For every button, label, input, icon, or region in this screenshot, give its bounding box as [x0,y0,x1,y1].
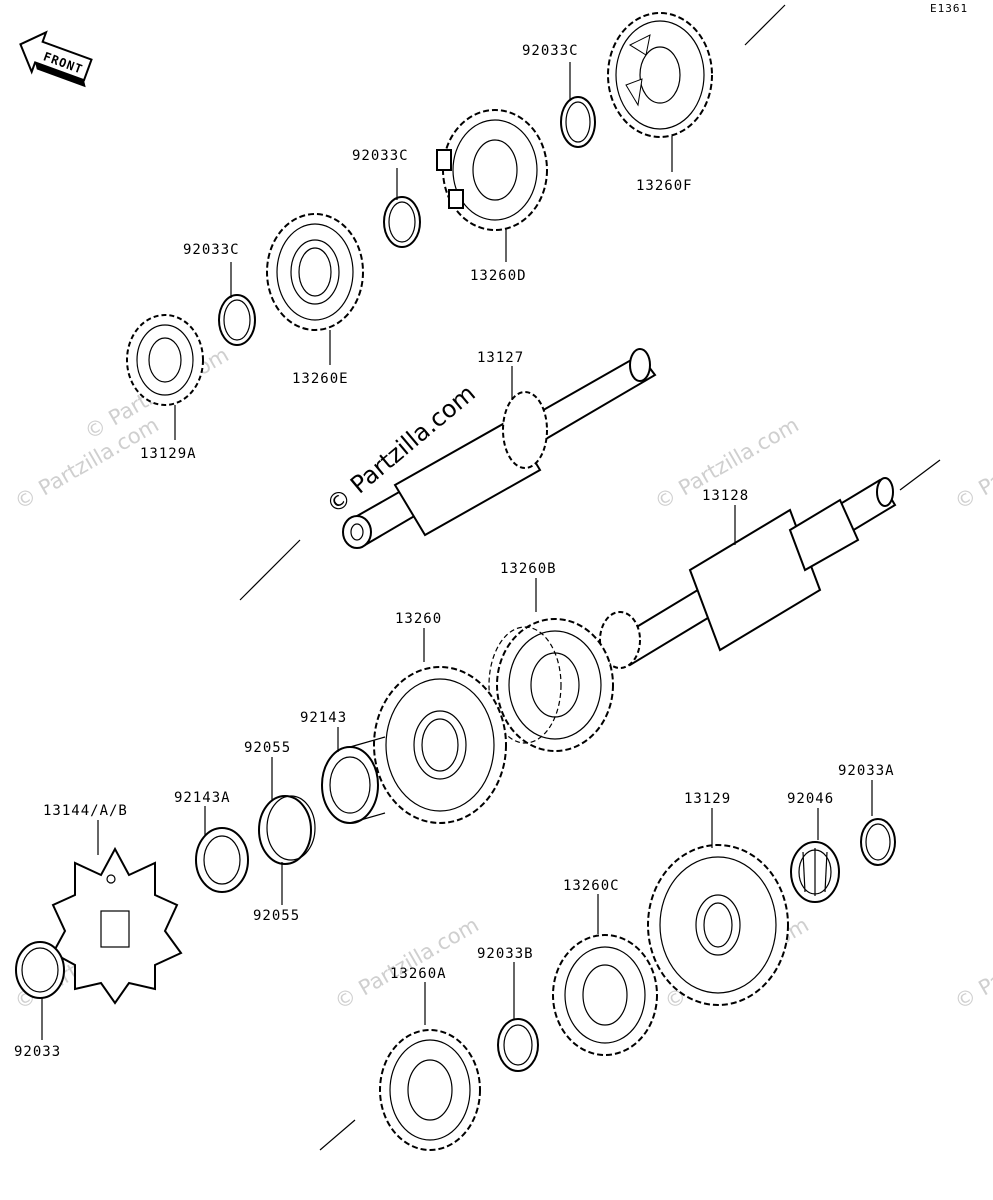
label-13260F: 13260F [636,178,693,194]
watermark-text: © Partzilla.com [331,913,483,1015]
gear-13260C [552,934,658,1056]
label-13260E: 13260E [292,371,349,387]
watermark-text: © Partzilla.com [951,413,993,515]
circlip-92033C-low [218,294,256,346]
label-13260: 13260 [395,611,442,627]
label-92033C-top: 92033C [522,43,579,59]
label-13260B: 13260B [500,561,557,577]
label-13127: 13127 [477,350,524,366]
label-92046: 92046 [787,791,834,807]
diagram-code: E1361 [930,2,968,15]
label-92033B: 92033B [477,946,534,962]
label-13260D: 13260D [470,268,527,284]
axis-line [319,1119,356,1151]
circlip-92033B [497,1018,539,1072]
gear-13260D [436,109,548,231]
shaft-13127 [342,348,657,549]
label-92033A: 92033A [838,763,895,779]
label-13144: 13144/A/B [43,803,128,819]
label-13129: 13129 [684,791,731,807]
gear-13260F [607,12,713,138]
shaft-13128 [599,477,897,669]
ring-92055 [258,795,316,865]
axis-line [744,4,786,46]
label-92143: 92143 [300,710,347,726]
circlip-92033C-top [560,96,596,148]
gear-13260 [373,666,507,824]
gear-13129 [647,844,789,1006]
gear-13260B [488,618,614,752]
label-92143A: 92143A [174,790,231,806]
axis-line [899,459,941,491]
circlip-92033C-mid [383,196,421,248]
bearing-92046 [790,841,840,903]
label-13129A: 13129A [140,446,197,462]
gear-13129A [126,314,204,406]
label-92033C-low: 92033C [183,242,240,258]
label-13260C: 13260C [563,878,620,894]
part-labels: 92033C 13260F 92033C 13260D 92033C 13260… [14,43,895,1060]
label-13260A: 13260A [390,966,447,982]
label-92033: 92033 [14,1044,61,1060]
axis-line [239,539,301,601]
circlip-92033 [15,941,65,999]
bushing-92143A [195,827,249,893]
label-92033C-mid: 92033C [352,148,409,164]
label-92055-bottom: 92055 [253,908,300,924]
label-13128: 13128 [702,488,749,504]
bushing-92143 [321,736,386,824]
watermark-text: © Partzilla.com [951,913,993,1015]
circlip-92033A [860,818,896,866]
gear-13260A [379,1029,481,1151]
sprocket-13144 [51,846,183,1005]
gear-13260E [266,213,364,331]
front-arrow-icon: FRONT [19,30,93,88]
leader-lines [41,62,873,1040]
label-92055-top: 92055 [244,740,291,756]
